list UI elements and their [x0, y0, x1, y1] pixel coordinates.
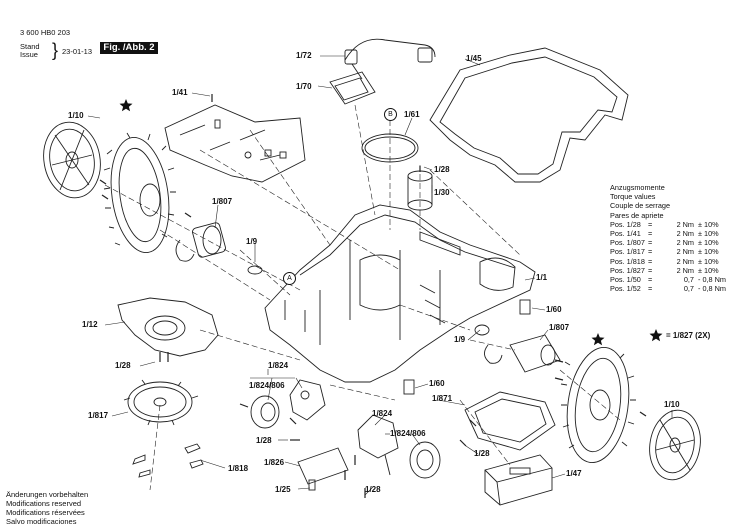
callout-1-45: 1/45 [466, 54, 482, 63]
display-art [329, 71, 376, 105]
star-markers [119, 99, 663, 346]
figure-label: Fig. /Abb. 2 [100, 42, 158, 54]
callout-1-824-top: 1/824 [268, 361, 289, 370]
torque-row: Pos. 1/807=2 Nm± 10% [610, 238, 719, 248]
blade-disc-art [123, 379, 199, 426]
callout-1-807-left: 1/807 [212, 197, 233, 206]
callout-1-41: 1/41 [172, 88, 188, 97]
torque-heading-fr: Couple de serrage [610, 201, 671, 211]
footer-line-es: Salvo modificaciones [6, 517, 77, 526]
battery-cover-art [464, 391, 556, 451]
assembly-guide-lines [104, 104, 621, 491]
torque-row: Pos. 1/41=2 Nm± 10% [610, 229, 719, 239]
callout-1-28-lower: 1/28 [474, 449, 490, 458]
callout-1-807-right: 1/807 [549, 323, 570, 332]
callout-1-10-left: 1/10 [68, 111, 84, 120]
torque-heading-es: Pares de apriete [610, 210, 664, 220]
callout-1-28-mid: 1/28 [256, 436, 272, 445]
wheel-cap-left-art [43, 121, 101, 199]
blades-art [132, 443, 204, 478]
callout-1-9-right: 1/9 [454, 335, 466, 344]
callout-1-871: 1/871 [432, 394, 453, 403]
callout-1-28-left: 1/28 [115, 361, 131, 370]
callout-1-817: 1/817 [88, 411, 109, 420]
motor-left-art [175, 222, 263, 275]
sensor-mid-art [403, 379, 415, 395]
star-icon-legend [649, 329, 663, 342]
marker-b: B [384, 108, 397, 121]
brace-icon: } [52, 40, 59, 60]
footer-line-en: Modifications reserved [6, 499, 82, 508]
circuit-board-art [164, 104, 306, 183]
callout-1-60-right: 1/60 [546, 305, 562, 314]
holder-art [297, 447, 349, 491]
torque-heading-en: Torque values [610, 192, 656, 202]
sensor-right-art [519, 299, 531, 315]
cable-art [344, 38, 436, 80]
doc-number: 3 600 HB0 203 [20, 28, 71, 37]
callout-1-70: 1/70 [296, 82, 312, 91]
callout-1-47: 1/47 [566, 469, 582, 478]
motor-right-art [474, 324, 561, 373]
star-legend-text: = 1/827 (2X) [666, 331, 711, 340]
front-wheel-right-art [357, 414, 441, 479]
callout-1-61: 1/61 [404, 110, 420, 119]
footer-line-de: Änderungen vorbehalten [6, 490, 89, 499]
callout-1-9-left: 1/9 [246, 237, 258, 246]
torque-row: Pos. 1/28=2 Nm± 10% [610, 219, 719, 229]
issue-label: Issue [20, 50, 38, 59]
torque-row: Pos. 1/817=2 Nm± 10% [610, 247, 719, 257]
stand-label: Stand [20, 42, 40, 51]
issue-date: 23-01-13 [62, 47, 93, 56]
leader-lines [87, 55, 673, 496]
screws-art [99, 94, 647, 498]
callout-1-25: 1/25 [275, 485, 291, 494]
callout-1-12: 1/12 [82, 320, 98, 329]
footer-line-fr: Modifications réservées [6, 508, 85, 517]
torque-row: Pos. 1/827=2 Nm± 10% [610, 265, 719, 275]
torque-table: Anzugsmomente Torque values Couple de se… [610, 183, 745, 293]
callout-1-72: 1/72 [296, 51, 312, 60]
callout-1-28-bottom: 1/28 [365, 485, 381, 494]
top-cover-art [429, 47, 629, 183]
front-wheel-left-art [250, 379, 326, 429]
marker-a: A [283, 272, 296, 285]
ring-art [361, 133, 419, 163]
callout-1-1: 1/1 [536, 273, 548, 282]
callout-1-28-top: 1/28 [434, 165, 450, 174]
callout-1-818: 1/818 [228, 464, 249, 473]
callout-1-10-right: 1/10 [664, 400, 680, 409]
torque-row: Pos. 1/818=2 Nm± 10% [610, 256, 719, 266]
callout-1-824-806-right: 1/824/806 [390, 429, 426, 438]
star-icon-top [119, 99, 133, 112]
wheel-right-art [560, 346, 636, 464]
torque-heading-de: Anzugsmomente [610, 183, 665, 192]
callout-1-60-mid: 1/60 [429, 379, 445, 388]
battery-art [484, 454, 553, 506]
callout-1-824-806-left: 1/824/806 [249, 381, 285, 390]
chassis-art [264, 204, 536, 383]
star-icon-right [591, 333, 605, 346]
callout-1-826: 1/826 [264, 458, 285, 467]
torque-row: Pos. 1/50=0,7- 0,8 Nm [610, 275, 726, 285]
callout-1-30: 1/30 [434, 188, 450, 197]
torque-row: Pos. 1/52=0,7- 0,8 Nm [610, 284, 726, 294]
callout-1-824-mid: 1/824 [372, 409, 393, 418]
wheel-left-art [103, 132, 176, 254]
blade-guard-art [117, 297, 219, 357]
wheel-cap-right-art [649, 409, 701, 481]
